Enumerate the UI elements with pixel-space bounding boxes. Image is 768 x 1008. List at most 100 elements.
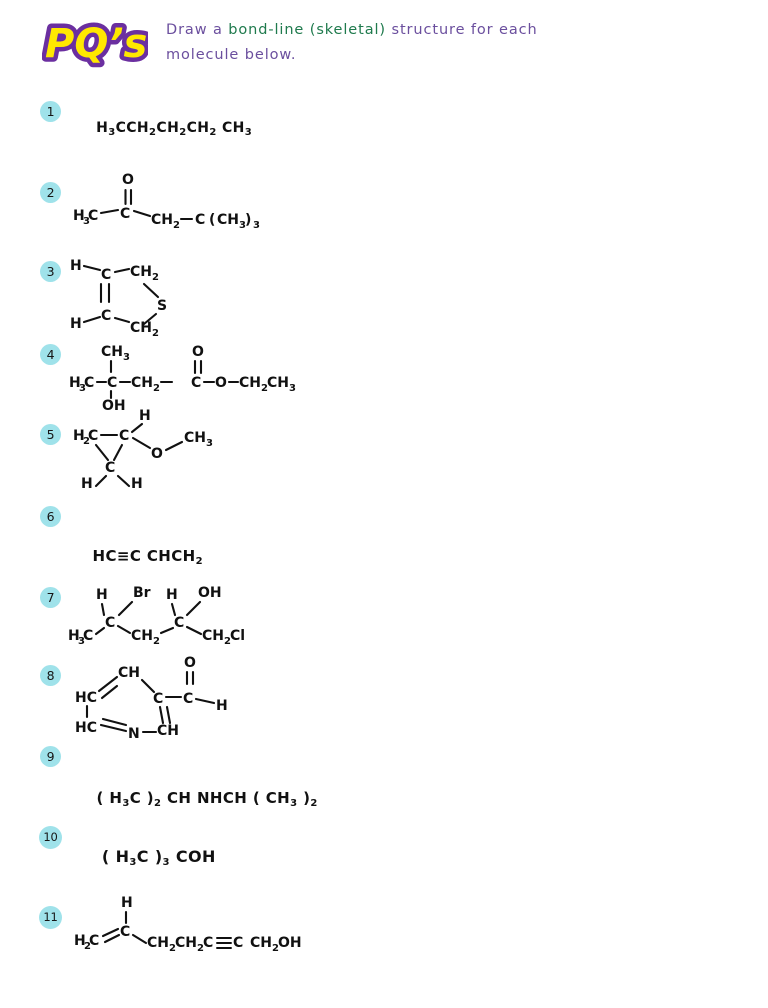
atom-sub-h3-7: 3 <box>78 636 85 647</box>
atom-label-c-quaternary-4: C <box>107 375 117 391</box>
atom-sub-ch2cl: 2 <box>224 636 231 647</box>
problem-number-badge-2: 2 <box>40 182 61 203</box>
atom-label-ch2-ethyl: CH <box>239 375 261 391</box>
atom-sub-h2-11: 2 <box>84 941 91 952</box>
atom-label-c-methyl: C <box>88 208 98 224</box>
atom-label-o-ester: O <box>215 375 227 391</box>
logo-text-fill: PQ’s <box>45 21 147 67</box>
pqs-logo: PQ’s PQ’s <box>42 17 148 69</box>
atom-label-c-bottom: C <box>101 308 111 324</box>
problem-number-badge-9: 9 <box>40 746 61 767</box>
bond-c-right-to-ch2cl-7 <box>185 625 203 636</box>
atom-sub-h3-4: 3 <box>79 383 86 394</box>
problem-number-badge-8: 8 <box>40 665 61 686</box>
double-bond-11-a <box>101 927 120 938</box>
bond-methyl-to-c-left-7 <box>94 626 106 636</box>
atom-label-sulfur: S <box>157 298 167 314</box>
atom-label-h2c-5: H <box>73 428 85 444</box>
atom-label-ch-lower-right-8: CH <box>157 723 179 739</box>
bond-ring-left <box>94 443 110 462</box>
atom-sub-chain-c: 2 <box>272 943 279 954</box>
atom-sub-chain-a: 2 <box>169 943 176 954</box>
atom-label-ch3: CH <box>217 212 239 228</box>
bond-c-top-to-ch2-top <box>113 267 131 274</box>
atom-label-h-aldehyde-8: H <box>216 698 228 714</box>
bond-c-to-h-top <box>130 422 144 434</box>
atom-label-chain-ch2-b: CH <box>175 935 197 951</box>
atom-label-c-right-7: C <box>174 615 184 631</box>
bond-h-top-to-c <box>82 264 102 272</box>
logo-svg: PQ’s PQ’s <box>42 17 148 69</box>
problem-7-svg: H Br H OH C H 3 C CH 2 C <box>68 585 245 647</box>
atom-label-ch2: CH <box>151 212 173 228</box>
bond-carbonyl-to-ch2 <box>132 209 152 218</box>
atom-label-o-carbonyl-4: O <box>192 344 204 360</box>
atom-label-chain-ch2-a: CH <box>147 935 169 951</box>
atom-sub-h2-5: 2 <box>83 436 90 447</box>
problem-11-structure: H C H 2 C CH 2 CH 2 C C CH 2 OH <box>74 893 334 954</box>
problem-11-svg: H C H 2 C CH 2 CH 2 C C CH 2 OH <box>74 895 302 954</box>
bond-oh-to-c-7 <box>185 600 202 617</box>
instructions-highlight: bond-line (skeletal) <box>228 22 386 38</box>
logo-text-outline: PQ’s <box>45 21 147 67</box>
bond-s-to-ch2-bottom <box>142 312 158 326</box>
atom-label-h2c-11: H <box>74 933 86 949</box>
atom-label-h-top: H <box>70 258 82 274</box>
atom-label-h3c: H <box>73 208 85 224</box>
bond-methyl-to-carbonyl <box>99 208 120 215</box>
atom-label-ch2-bottom: CH <box>130 320 152 336</box>
problem-3-structure: H C CH 2 S C H CH 2 <box>68 252 198 339</box>
problem-8-svg: CH O HC C C H HC <box>75 655 228 742</box>
atom-label-br-7: Br <box>133 585 151 601</box>
atom-sub-ch3: 3 <box>239 220 246 231</box>
atom-label-h-left-5: H <box>81 476 93 492</box>
atom-sub-ch2-4: 2 <box>153 383 160 394</box>
atom-sub-2: 2 <box>173 220 180 231</box>
problem-6-formula: HC≡C CHCH2 <box>92 547 203 567</box>
atom-label-cl: Cl <box>230 628 245 644</box>
atom-sub-ch2-7: 2 <box>153 636 160 647</box>
atom-sub-ch2-top: 2 <box>152 272 159 283</box>
atom-label-h-right-5: H <box>131 476 143 492</box>
atom-label-n-8: N <box>128 726 140 742</box>
bond-h-b-to-c-7 <box>170 602 177 617</box>
instructions-part-2: structure for each <box>385 22 538 38</box>
atom-label-ch2-7: CH <box>131 628 153 644</box>
bond-c-bottom-to-ch2-bottom <box>113 316 131 324</box>
problem-number-badge-4: 4 <box>40 344 61 365</box>
bond-ring-right <box>112 443 124 462</box>
atom-label-o-carbonyl: O <box>122 172 134 188</box>
ring-double-a-inner <box>100 684 119 700</box>
atom-label-ch3-ethyl: CH <box>267 375 289 391</box>
atom-label-c-quaternary: C <box>195 212 205 228</box>
atom-sub-chain-b: 2 <box>197 943 204 954</box>
problem-number-badge-7: 7 <box>40 587 61 608</box>
bond-h-a-to-c-7 <box>100 602 106 617</box>
atom-sub-ch2-bottom: 2 <box>152 328 159 339</box>
atom-label-c-methyl-7: C <box>83 628 93 644</box>
bond-c-to-chain-11 <box>131 933 148 945</box>
atom-label-c-left-7: C <box>105 615 115 631</box>
problem-1-formula: H3CCH2CH2CH2 CH3 <box>96 120 253 138</box>
problem-4-structure: CH 3 O H 3 C C CH 2 C O CH 2 CH 3 <box>68 342 308 414</box>
atom-label-c-carbonyl-8: C <box>183 691 193 707</box>
atom-label-o-8: O <box>184 655 196 671</box>
atom-label-chain-oh: OH <box>278 935 302 951</box>
atom-label-ch2-top: CH <box>130 264 152 280</box>
paren-open: ( <box>209 212 215 228</box>
atom-sub-ch3-ethyl: 3 <box>289 383 296 394</box>
instructions-line-2: molecule below. <box>166 47 297 63</box>
atom-label-c-ring-8: C <box>153 691 163 707</box>
bond-c-to-o-5 <box>131 436 152 450</box>
atom-label-h-a-7: H <box>96 587 108 603</box>
double-bond-11-b <box>103 933 121 944</box>
ring-double-b-inner <box>101 717 128 727</box>
atom-label-c-bottom-5: C <box>105 460 115 476</box>
atom-label-chain-c-b: C <box>233 935 243 951</box>
problem-4-svg: CH 3 O H 3 C C CH 2 C O CH 2 CH 3 <box>69 344 296 414</box>
atom-label-c-carbonyl: C <box>120 206 130 222</box>
problem-2-structure: O H 3 C C CH 2 C ( CH 3 ) 3 <box>70 168 300 231</box>
problem-3-svg: H C CH 2 S C H CH 2 <box>70 258 167 339</box>
bond-o-to-ch3-5 <box>164 440 184 452</box>
instructions-text: Draw a bond-line (skeletal) structure fo… <box>166 18 726 68</box>
